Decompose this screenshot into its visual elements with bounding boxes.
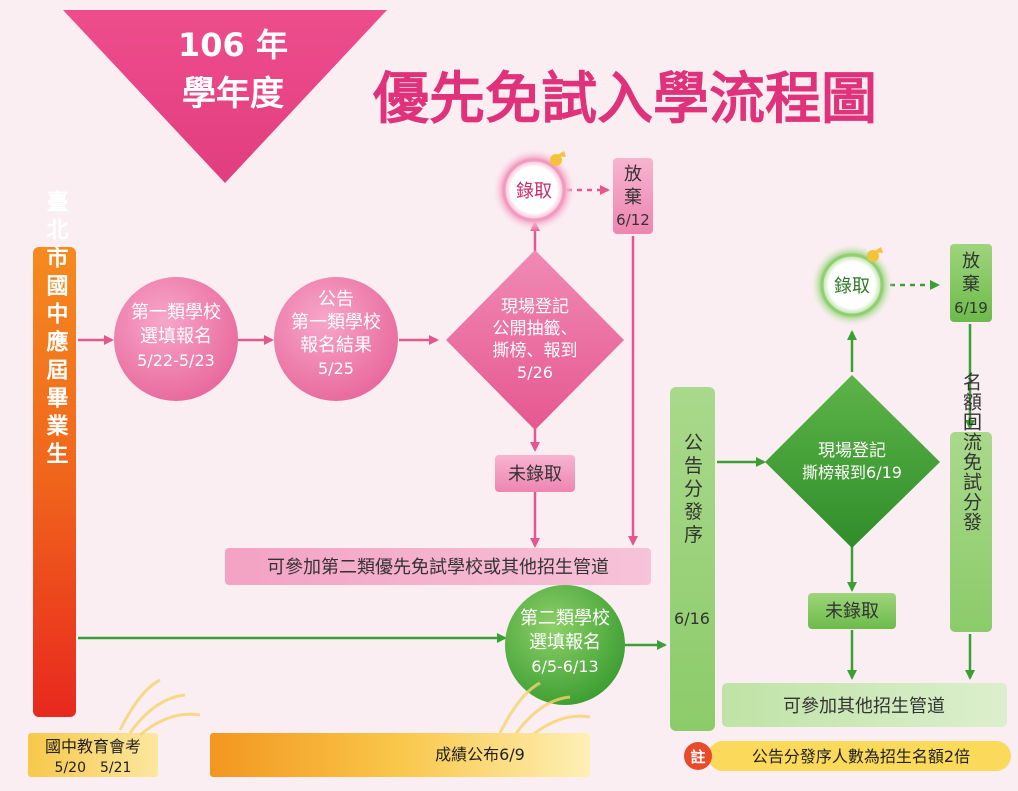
phase1-announce-line4: 5/25 bbox=[318, 359, 354, 378]
phase2-register-line3: 6/5-6/13 bbox=[531, 657, 598, 676]
phase2-not-admitted-label: 未錄取 bbox=[825, 601, 879, 622]
phase1-giveup-line3: 6/12 bbox=[616, 211, 650, 229]
phase1-next-channel: 可參加第二類優先免試學校或其他招生管道 bbox=[225, 548, 651, 585]
phase2-onsite-diamond: 現場登記 撕榜報到6/19 bbox=[765, 375, 940, 548]
scores-bar: 成績公布6/9 bbox=[210, 733, 590, 777]
note-badge: 註 bbox=[690, 748, 705, 766]
ribbon-icon bbox=[867, 247, 883, 262]
phase1-onsite-line1: 現場登記 bbox=[501, 297, 569, 317]
phase1-onsite-line4: 5/26 bbox=[517, 363, 553, 382]
phase2-register-line1: 第二類學校 bbox=[520, 608, 610, 629]
phase2-other-channel-label: 可參加其他招生管道 bbox=[783, 696, 945, 717]
phase1-giveup-line2: 棄 bbox=[624, 187, 642, 208]
phase2-other-channel: 可參加其他招生管道 bbox=[722, 683, 1007, 727]
phase2-admitted-label: 錄取 bbox=[834, 276, 870, 297]
phase1-register-line2: 選填報名 bbox=[140, 326, 212, 347]
phase1-announce: 公告 第一類學校 報名結果 5/25 bbox=[274, 277, 398, 401]
phase2-onsite-line1: 現場登記 bbox=[818, 441, 886, 461]
phase2-giveup-line1: 放 bbox=[962, 251, 980, 272]
phase1-register-line3: 5/22-5/23 bbox=[137, 351, 215, 370]
exam-line2: 5/20 5/21 bbox=[55, 760, 132, 776]
year-line2: 學年度 bbox=[182, 74, 284, 114]
phase2-giveup-line2: 棄 bbox=[962, 274, 980, 295]
phase2-announce-bar: 公告分發序 6/16 bbox=[670, 387, 715, 731]
phase2-register: 第二類學校 選填報名 6/5-6/13 bbox=[505, 585, 625, 705]
phase2-quota-return-label: 名額回流免試分發 bbox=[960, 372, 982, 532]
phase1-admitted-label: 錄取 bbox=[516, 181, 552, 202]
phase2-register-line2: 選填報名 bbox=[529, 632, 601, 653]
phase1-not-admitted-label: 未錄取 bbox=[508, 464, 562, 485]
phase2-not-admitted: 未錄取 bbox=[808, 593, 896, 629]
left-bar: 臺北市國中應屆畢業生 bbox=[33, 190, 76, 717]
phase2-giveup-line3: 6/19 bbox=[954, 299, 988, 317]
phase2-quota-return: 名額回流免試分發 bbox=[950, 372, 992, 632]
note: 註 公告分發序人數為招生名額2倍 bbox=[684, 741, 1011, 771]
exam-box: 國中教育會考 5/20 5/21 bbox=[28, 733, 158, 777]
note-text: 公告分發序人數為招生名額2倍 bbox=[752, 747, 970, 766]
phase1-onsite-line3: 撕榜、報到 bbox=[493, 341, 578, 361]
phase1-onsite-diamond: 現場登記 公開抽籤、 撕榜、報到 5/26 bbox=[446, 250, 624, 430]
year-triangle bbox=[63, 10, 387, 183]
left-bar-label: 臺北市國中應屆畢業生 bbox=[43, 190, 69, 470]
sparkle-decoration bbox=[118, 678, 591, 739]
phase1-giveup: 放 棄 6/12 bbox=[613, 158, 653, 234]
phase1-not-admitted: 未錄取 bbox=[495, 455, 575, 492]
header: 106 年 學年度 優先免試入學流程圖 bbox=[63, 10, 877, 183]
phase1-next-channel-label: 可參加第二類優先免試學校或其他招生管道 bbox=[267, 557, 609, 578]
phase1-announce-line3: 報名結果 bbox=[300, 335, 372, 356]
phase2-announce-label: 公告分發序 bbox=[681, 433, 703, 548]
phase1-register: 第一類學校 選填報名 5/22-5/23 bbox=[114, 277, 238, 401]
phase1-arrows bbox=[78, 185, 638, 548]
phase1-announce-line1: 公告 bbox=[318, 289, 354, 310]
phase2-giveup: 放 棄 6/19 bbox=[950, 244, 992, 322]
phase1-announce-line2: 第一類學校 bbox=[291, 312, 381, 333]
phase2-announce-date: 6/16 bbox=[674, 609, 710, 628]
phase2-admitted: 錄取 bbox=[810, 243, 894, 327]
phase1-register-line1: 第一類學校 bbox=[131, 302, 221, 323]
phase2-onsite-line2: 撕榜報到6/19 bbox=[802, 463, 902, 482]
ribbon-icon bbox=[550, 151, 566, 166]
phase1-onsite-line2: 公開抽籤、 bbox=[493, 319, 578, 339]
page-title: 優先免試入學流程圖 bbox=[372, 67, 877, 132]
exam-line1: 國中教育會考 bbox=[45, 737, 141, 756]
scores-label: 成績公布6/9 bbox=[435, 745, 525, 764]
phase1-admitted: 錄取 bbox=[492, 148, 576, 232]
year-line1: 106 年 bbox=[178, 26, 288, 64]
phase2-arrows bbox=[78, 280, 975, 680]
phase1-giveup-line1: 放 bbox=[624, 164, 642, 185]
